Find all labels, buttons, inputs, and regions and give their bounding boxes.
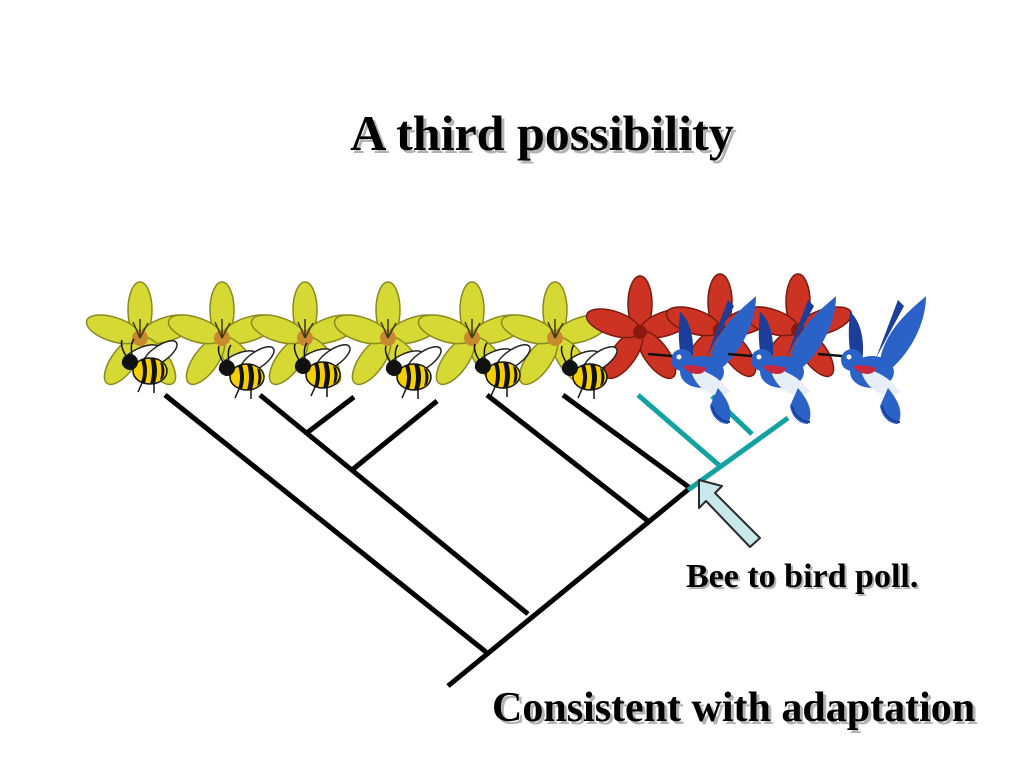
tree-branches [163,392,692,688]
conclusion-text: Consistent with adaptation [492,685,976,731]
yellow-lily-3 [247,281,363,392]
slide-title: A third possibility [350,105,734,161]
transition-arrow [698,479,761,548]
transition-label: Bee to bird poll. [686,558,919,595]
